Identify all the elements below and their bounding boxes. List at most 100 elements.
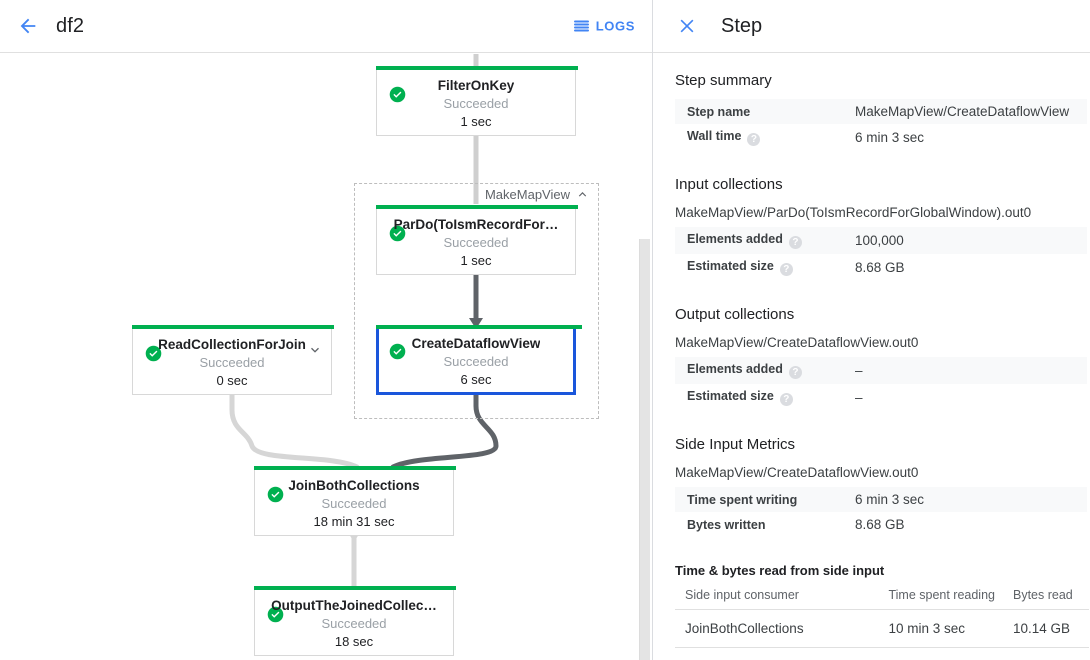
check-circle-icon [267, 486, 284, 503]
node-body: ParDo(ToIsmRecordFor… Succeeded 1 sec [377, 209, 575, 274]
check-circle-icon [145, 345, 162, 362]
help-icon[interactable]: ? [779, 263, 793, 276]
table-row: Step name MakeMapView/CreateDataflowView [675, 99, 1087, 124]
job-graph-canvas[interactable]: MakeMapView FilterOnKey Succeeded 1 sec [0, 54, 652, 660]
help-icon[interactable]: ? [788, 236, 802, 249]
node-title: JoinBothCollections [288, 477, 420, 493]
node-title: FilterOnKey [437, 77, 515, 93]
job-graph-pane: df2 LOGS [0, 0, 653, 660]
row-key: Step name [675, 99, 843, 124]
chevron-down-icon[interactable] [308, 343, 322, 357]
node-title: CreateDataflowView [411, 335, 541, 351]
row-key: Elements added? [675, 357, 843, 384]
cell-side-input-consumer: JoinBothCollections [675, 609, 879, 648]
table-row: Bytes written 8.68 GB [675, 512, 1087, 537]
graph-node-create-dataflow-view[interactable]: CreateDataflowView Succeeded 6 sec [376, 325, 582, 395]
table-row: Time spent writing 6 min 3 sec [675, 487, 1087, 512]
node-title: ParDo(ToIsmRecordFor… [393, 216, 559, 232]
close-icon [680, 19, 694, 33]
node-body: OutputTheJoinedCollec… Succeeded 18 sec [255, 590, 453, 655]
node-status-bar [254, 466, 456, 470]
close-button[interactable] [667, 6, 707, 46]
step-panel-header: Step [653, 0, 1090, 53]
table-row: Elements added? – [675, 357, 1087, 384]
row-key-text: Estimated size [687, 259, 774, 273]
graph-node-filter-on-key[interactable]: FilterOnKey Succeeded 1 sec [376, 66, 578, 136]
section-heading-input-collections: Input collections [675, 176, 783, 193]
row-value: 6 min 3 sec [855, 492, 925, 507]
node-status-bar [132, 325, 334, 329]
row-value: MakeMapView/CreateDataflowView [855, 104, 1070, 119]
node-status: Succeeded [443, 95, 509, 111]
row-key: Elements added? [675, 227, 843, 254]
table-row: Estimated size? – [675, 384, 1087, 411]
composite-collapse-toggle[interactable]: MakeMapView [481, 187, 592, 202]
node-status: Succeeded [199, 354, 265, 370]
node-status-bar [376, 205, 578, 209]
step-panel-body: Step summary Step name MakeMapView/Creat… [653, 53, 1090, 648]
row-key: Estimated size? [675, 254, 843, 281]
row-value: 100,000 [855, 233, 904, 248]
node-body: JoinBothCollections Succeeded 18 min 31 … [255, 470, 453, 535]
check-circle-icon [389, 86, 406, 103]
column-header-side-input-consumer[interactable]: Side input consumer [675, 585, 879, 610]
composite-label-text: MakeMapView [484, 187, 570, 202]
row-value: 8.68 GB [855, 517, 905, 532]
row-key: Wall time? [675, 124, 843, 151]
node-body: ReadCollectionForJoin Succeeded 0 sec [133, 329, 331, 394]
graph-node-pardo-toismrecord[interactable]: ParDo(ToIsmRecordFor… Succeeded 1 sec [376, 205, 578, 275]
logs-button[interactable]: LOGS [570, 13, 639, 40]
graph-node-read-collection-for-join[interactable]: ReadCollectionForJoin Succeeded 0 sec [132, 325, 334, 395]
back-button[interactable] [4, 2, 52, 50]
section-heading-output-collections: Output collections [675, 306, 795, 323]
composite-container-makemapview: MakeMapView [354, 183, 599, 419]
input-collections-table: Elements added? 100,000 Estimated size? … [675, 227, 1087, 281]
table-row: Elements added? 100,000 [675, 227, 1087, 254]
node-time: 6 sec [460, 371, 492, 387]
row-key: Bytes written [687, 517, 766, 532]
help-icon[interactable]: ? [779, 393, 793, 406]
node-status-bar [376, 325, 582, 329]
row-key-text: Elements added [687, 362, 783, 376]
row-value: – [855, 390, 863, 405]
node-title: OutputTheJoinedCollec… [271, 597, 437, 613]
row-key: Time spent writing [687, 492, 798, 507]
graph-node-output-the-joined-collection[interactable]: OutputTheJoinedCollec… Succeeded 18 sec [254, 586, 456, 656]
table-row: Estimated size? 8.68 GB [675, 254, 1087, 281]
side-input-metrics-table: Time spent writing 6 min 3 sec Bytes wri… [675, 487, 1087, 537]
row-value: 8.68 GB [855, 260, 905, 275]
cell-time-spent-reading: 10 min 3 sec [878, 609, 1003, 648]
column-header-time-spent-reading[interactable]: Time spent reading [878, 585, 1003, 610]
chevron-up-icon [578, 192, 587, 197]
check-circle-icon [389, 225, 406, 242]
node-status-bar [376, 66, 578, 70]
step-panel-title: Step [721, 14, 763, 37]
help-icon[interactable]: ? [788, 366, 802, 379]
check-circle-icon [267, 606, 284, 623]
graph-scrollbar-thumb[interactable] [639, 239, 650, 660]
graph-scrollbar-track[interactable] [639, 54, 651, 660]
node-status: Succeeded [321, 615, 387, 631]
node-title: ReadCollectionForJoin [158, 336, 306, 352]
page-title: df2 [56, 14, 85, 37]
column-header-bytes-read[interactable]: Bytes read [1003, 585, 1089, 610]
step-details-pane: Step Step summary Step name MakeMapView/… [653, 0, 1090, 660]
help-icon[interactable]: ? [747, 133, 761, 146]
row-key-text: Estimated size [687, 389, 774, 403]
node-time: 1 sec [460, 252, 492, 268]
side-input-read-table: Side input consumer Time spent reading B… [675, 585, 1089, 648]
node-body: CreateDataflowView Succeeded 6 sec [379, 329, 573, 392]
row-value: – [855, 363, 863, 378]
section-heading-side-input-metrics: Side Input Metrics [675, 436, 796, 453]
row-key-text: Elements added [687, 232, 783, 246]
cell-bytes-read: 10.14 GB [1003, 609, 1089, 648]
node-time: 18 sec [334, 633, 374, 649]
left-header-bar: df2 LOGS [0, 0, 652, 53]
node-time: 1 sec [460, 113, 492, 129]
input-collection-name: MakeMapView/ParDo(ToIsmRecordForGlobalWi… [675, 205, 1032, 220]
row-key-text: Wall time [687, 129, 742, 143]
graph-node-join-both-collections[interactable]: JoinBothCollections Succeeded 18 min 31 … [254, 466, 456, 536]
node-body: FilterOnKey Succeeded 1 sec [377, 70, 575, 135]
node-time: 0 sec [216, 372, 248, 388]
